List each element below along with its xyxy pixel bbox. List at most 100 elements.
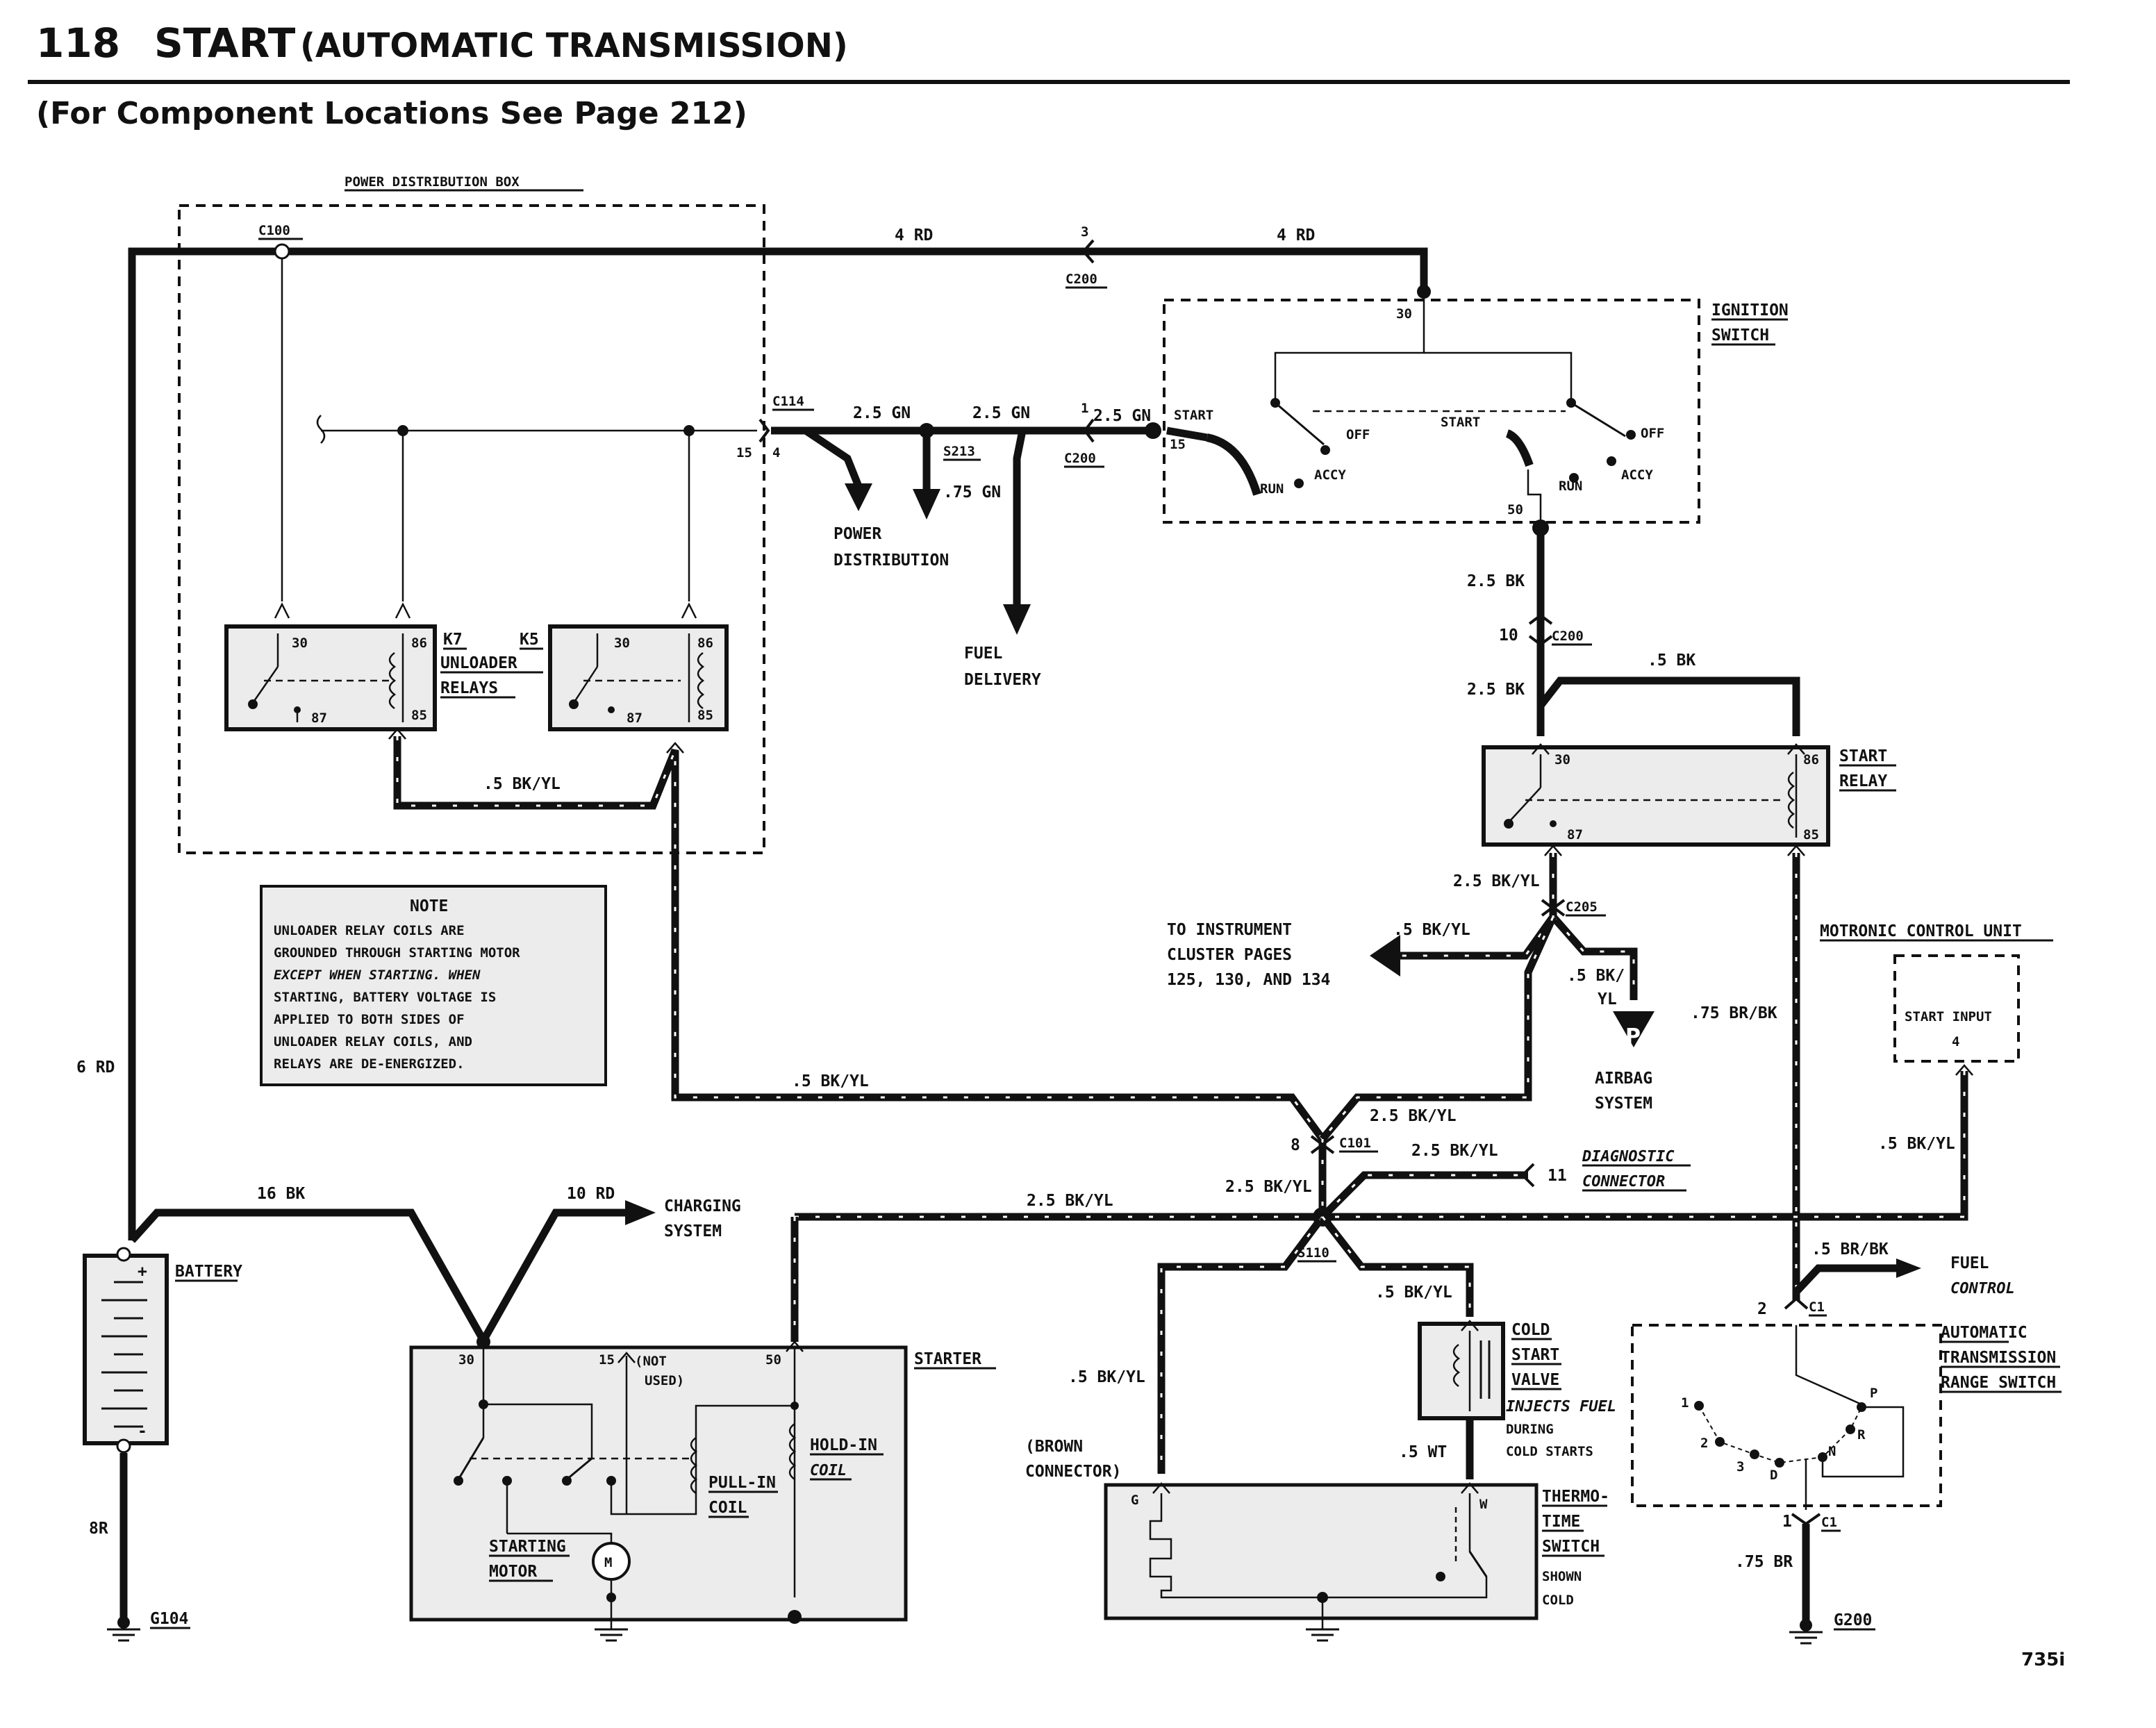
- wire-4rd-right-label: 4 RD: [1277, 226, 1315, 244]
- diag-pin11: 11: [1548, 1167, 1567, 1185]
- relay-k5-label: K5: [520, 631, 539, 649]
- airbag-1: AIRBAG: [1595, 1070, 1652, 1088]
- g200-label: G200: [1834, 1611, 1872, 1629]
- gn-a-label: 2.5 GN: [853, 404, 911, 422]
- fuel-control-2: CONTROL: [1950, 1280, 2015, 1297]
- thermo-pin-w: W: [1479, 1497, 1488, 1512]
- br075-label: .75 BR: [1735, 1553, 1793, 1571]
- note-box: NOTE UNLOADER RELAY COILS ARE GROUNDED T…: [260, 885, 607, 1086]
- thermo-label-3: SWITCH: [1542, 1538, 1600, 1556]
- ignition-off-b: OFF: [1641, 426, 1664, 441]
- bk-yl-05-brown-label: .5 BK/YL: [1068, 1368, 1145, 1386]
- note-line-5: APPLIED TO BOTH SIDES OF: [274, 1012, 465, 1027]
- range-switch-label-2: TRANSMISSION: [1941, 1349, 2056, 1367]
- range-pos-d: D: [1770, 1468, 1777, 1483]
- splice-s110-label: S110: [1297, 1245, 1329, 1261]
- connector-c1-top: [1784, 1297, 1809, 1310]
- start-relay-pin-30: 30: [1554, 752, 1570, 767]
- splice-s213-label: S213: [943, 444, 975, 459]
- ignition-start-a: START: [1174, 408, 1213, 423]
- connector-c100: C100: [258, 223, 290, 238]
- bk-yl-05-cluster-label: .5 BK/YL: [1393, 921, 1470, 939]
- relay-k5: 30 86 87 85: [548, 624, 729, 731]
- cluster-1: TO INSTRUMENT: [1167, 921, 1292, 939]
- power-distribution-2: DISTRIBUTION: [834, 551, 949, 570]
- bk25-b-label: 2.5 BK: [1467, 681, 1525, 699]
- cold-start-valve: [1418, 1320, 1505, 1420]
- unloader-label-2: RELAYS: [440, 679, 498, 697]
- wire-4rd-left-label: 4 RD: [895, 226, 933, 244]
- starter-not-used-1: (NOT: [635, 1354, 667, 1369]
- ignition-run-a: RUN: [1260, 481, 1284, 497]
- note-box-frame: [260, 885, 607, 1086]
- diagnostic-label-2: CONNECTOR: [1582, 1173, 1665, 1190]
- c200-lower-label: C200: [1552, 629, 1584, 644]
- locations-note: (For Component Locations See Page 212): [36, 96, 747, 131]
- range-pos-3: 3: [1736, 1459, 1744, 1474]
- gn-075-label: .75 GN: [943, 483, 1001, 501]
- connector-c1-bottom: [1791, 1513, 1821, 1526]
- diagnostic-label-1: DIAGNOSTIC: [1582, 1148, 1675, 1165]
- cold-start-desc-1: INJECTS FUEL: [1506, 1398, 1616, 1415]
- airbag-2: SYSTEM: [1595, 1095, 1652, 1113]
- starter-label: STARTER: [914, 1350, 981, 1368]
- p-marker-arrow: [1613, 1011, 1655, 1047]
- k5-pin-30: 30: [614, 635, 630, 651]
- start-relay-label-2: RELAY: [1839, 772, 1887, 790]
- ignition-off-a: OFF: [1346, 427, 1370, 442]
- starter-not-used-2: USED): [645, 1373, 684, 1388]
- bk-yl-05-left-label: .5 BK/YL: [792, 1072, 869, 1090]
- br8-label: 8R: [89, 1520, 108, 1538]
- relay-k5-box: [548, 624, 729, 731]
- pull-in-1: PULL-IN: [708, 1474, 776, 1492]
- ignition-switch-outline: [1163, 299, 1700, 524]
- bk05-label: .5 BK: [1648, 651, 1695, 670]
- ignition-start-b: START: [1441, 415, 1480, 430]
- starter-pin-30: 30: [458, 1352, 474, 1368]
- range-pos-1: 1: [1681, 1395, 1689, 1411]
- fuel-control-1: FUEL: [1950, 1254, 1989, 1272]
- c200-pin10-label: 10: [1499, 626, 1518, 645]
- wire-break-symbol: [316, 415, 326, 444]
- brown-connector-2: CONNECTOR): [1025, 1463, 1121, 1481]
- bk-yl-25-c101-label: 2.5 BK/YL: [1225, 1178, 1312, 1196]
- wire-to-power-distribution: [803, 427, 863, 488]
- starter-pin-15: 15: [599, 1352, 615, 1368]
- range-switch-pin2: 2: [1757, 1300, 1767, 1318]
- hold-in-1: HOLD-IN: [810, 1436, 877, 1454]
- battery-box: [83, 1254, 169, 1445]
- k5-pin-86: 86: [697, 635, 713, 651]
- gn-b-label: 2.5 GN: [972, 404, 1030, 422]
- wire-to-diagnostic: [1320, 1171, 1528, 1220]
- ignition-pin-30: 30: [1396, 306, 1412, 322]
- k7-pin-87: 87: [311, 711, 327, 726]
- range-switch-pin1: 1: [1782, 1513, 1792, 1531]
- ignition-pin-15: 15: [1170, 437, 1186, 452]
- wire-05-br-bk: [1793, 1264, 1896, 1295]
- battery-plus: +: [138, 1263, 147, 1281]
- charging-2: SYSTEM: [664, 1222, 722, 1240]
- gn-c-label: 2.5 GN: [1093, 407, 1151, 425]
- connector-c100-pin: [274, 243, 290, 260]
- unloader-label-1: UNLOADER: [440, 654, 517, 672]
- br-bk-05-label: .5 BR/BK: [1811, 1240, 1889, 1258]
- cold-start-label-2: START: [1511, 1346, 1559, 1364]
- connector-c200-top: [1081, 239, 1095, 264]
- p-marker-letter: P: [1625, 1024, 1641, 1049]
- charging-1: CHARGING: [664, 1197, 741, 1215]
- br-bk-075-label: .75 BR/BK: [1691, 1004, 1777, 1022]
- fuel-delivery-2: DELIVERY: [964, 671, 1041, 689]
- wire-25-bk-yl-to-c101: [1319, 915, 1557, 1142]
- page-title: START: [154, 19, 296, 67]
- bk-yl-25-right-label: 2.5 BK/YL: [1370, 1107, 1457, 1125]
- bk-yl-05-cold-label: .5 BK/YL: [1375, 1283, 1452, 1302]
- note-heading: NOTE: [410, 897, 448, 915]
- cluster-2: CLUSTER PAGES: [1167, 946, 1292, 964]
- ignition-accy-a: ACCY: [1314, 467, 1346, 483]
- connector-c200-lower: [1528, 613, 1553, 625]
- note-line-6: UNLOADER RELAY COILS, AND: [274, 1034, 472, 1049]
- battery-minus: -: [138, 1422, 147, 1440]
- thermo-shown-2: COLD: [1542, 1593, 1574, 1608]
- cold-start-desc-3: COLD STARTS: [1506, 1444, 1593, 1459]
